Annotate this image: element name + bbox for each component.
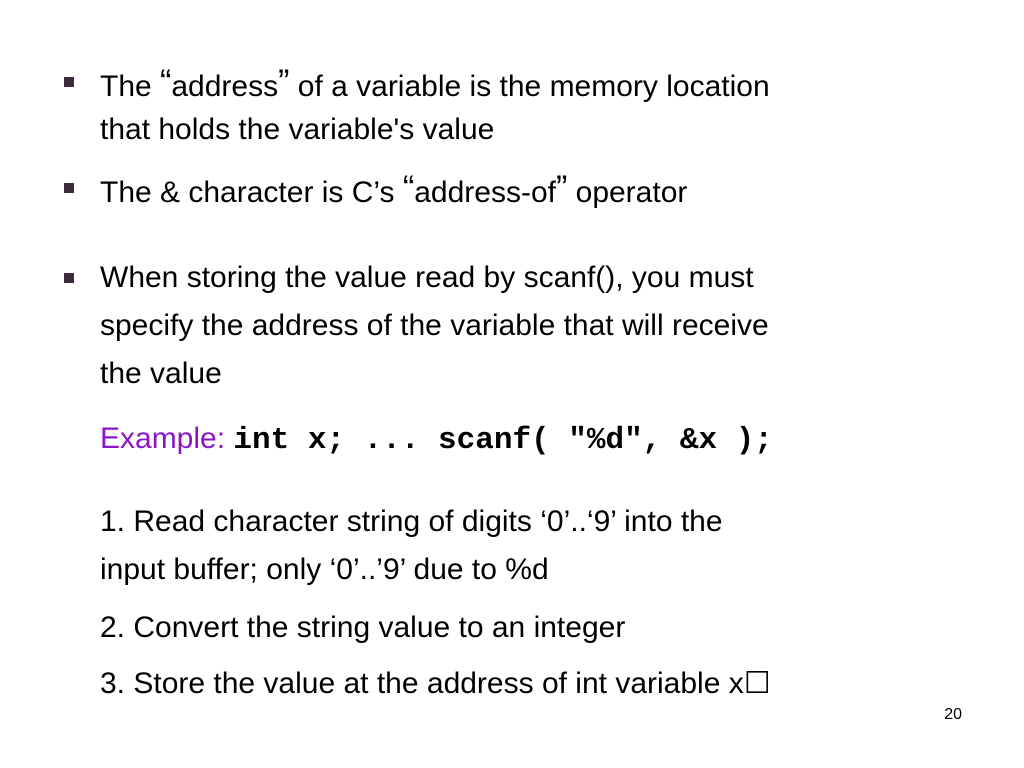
bullet-3-line-1: When storing the value read by scanf(), … — [100, 261, 754, 294]
close-quote: ” — [278, 63, 290, 101]
bullet-1-line-2: that holds the variable's value — [100, 113, 495, 146]
step-1-line-1: 1. Read character string of digits ‘0’..… — [100, 505, 723, 538]
open-quote: “ — [402, 169, 415, 207]
bullet-marker — [64, 77, 74, 87]
bullet-2-post: operator — [567, 176, 688, 209]
open-quote: “ — [160, 63, 172, 101]
step-3: 3. Store the value at the address of int… — [100, 667, 771, 700]
example-line: Example: int x; ... scanf( "%d", &x ); — [100, 415, 960, 465]
bullet-2-pre: The & character is C’s — [100, 176, 403, 209]
bullet-3-line-3: the value — [100, 357, 222, 390]
bullet-2-line-1: The & character is C’s “address-of” oper… — [100, 164, 960, 217]
bullet-marker — [64, 273, 74, 283]
bullet-3-line-2: specify the address of the variable that… — [100, 309, 769, 342]
example-code: int x; ... scanf( "%d", &x ); — [233, 423, 773, 458]
bullet-1-pre: The — [100, 70, 161, 103]
address-word: address — [171, 70, 279, 103]
step-2: 2. Convert the string value to an intege… — [100, 611, 626, 644]
step-1-line-2: input buffer; only ‘0’..’9’ due to %d — [100, 553, 549, 586]
bullet-marker — [64, 183, 74, 193]
bullet-1-post: of a variable is the memory location — [289, 70, 770, 103]
bullet-1-line-1: The “address” of a variable is the memor… — [100, 58, 960, 111]
example-label: Example: — [100, 422, 226, 455]
page-number: 20 — [944, 706, 962, 723]
close-quote: ” — [555, 169, 568, 207]
address-of-word: address-of — [414, 176, 556, 209]
